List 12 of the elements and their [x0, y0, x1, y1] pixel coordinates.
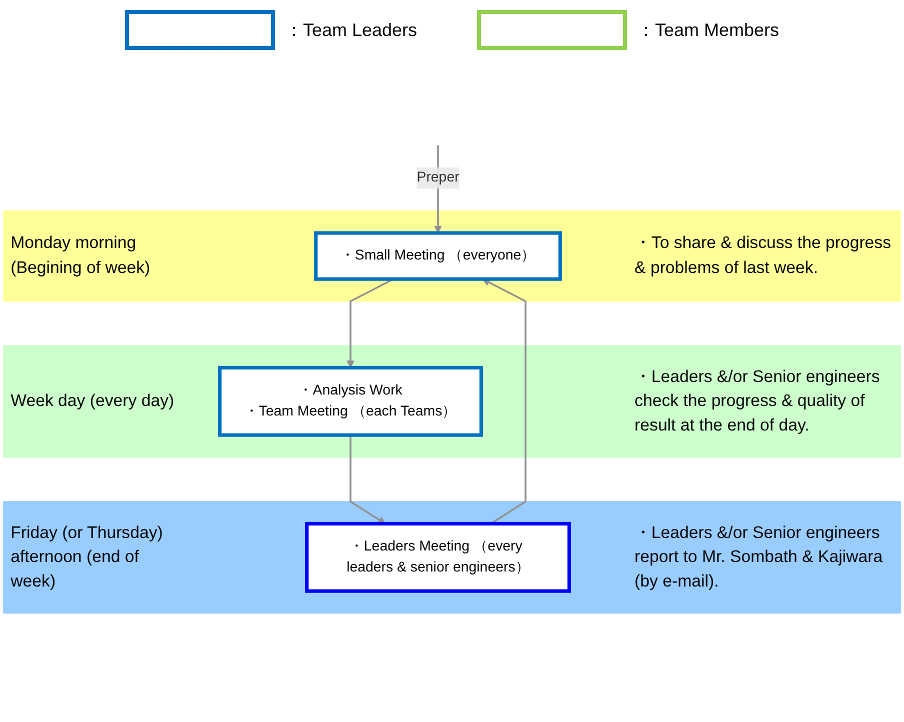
band-note: ・Leaders &/or Senior engineers report to Mr. Sombath & Kajiwara (by e-mail). [634, 522, 884, 593]
meeting-box: ・Leaders Meeting （every leaders & senior engineers） [305, 522, 571, 593]
time-label: Week day (every day) [10, 390, 174, 412]
band-note: ・To share & discuss the progress & problems of last week. [634, 233, 892, 280]
edge-label: Preper [416, 167, 460, 189]
time-label: Friday (or Thursday) afternoon (end of week) [10, 522, 164, 593]
legend-label: ：Team Members [637, 19, 780, 42]
meeting-box: ・Small Meeting （everyone） [314, 231, 562, 281]
meeting-box: ・Analysis Work ・Team Meeting （each Teams） [218, 366, 483, 437]
legend-label: ：Team Leaders [284, 19, 418, 42]
time-label: Monday morning (Begining of week) [10, 233, 152, 280]
band-note: ・Leaders &/or Senior engineers check the progress & quality of result at the end of day. [634, 366, 881, 437]
